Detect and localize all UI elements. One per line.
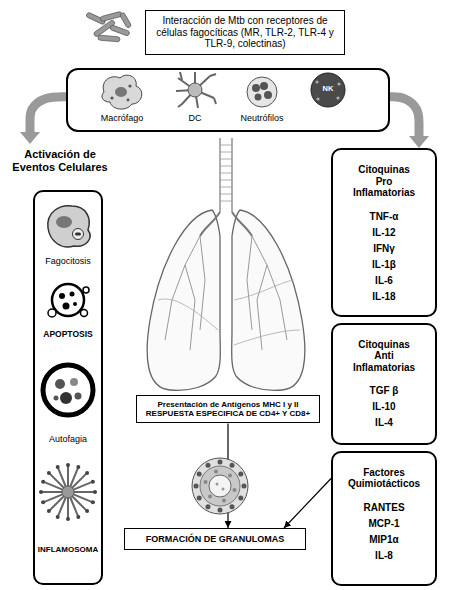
node-label: APOPTOSIS	[33, 330, 103, 340]
node-label: Neutrófilos	[230, 113, 294, 123]
node-label: MIP1α	[337, 532, 431, 548]
dendritic-cell	[176, 72, 216, 108]
node-heading: FORMACIÓN DE GRANULOMAS	[129, 534, 301, 544]
nk-cell	[311, 73, 345, 107]
cytokine-box: Citoquinas Anti InflamatoriasTGF βIL-10I…	[331, 323, 437, 445]
node-label: IL-4	[337, 415, 431, 431]
node-label: TNF-α	[337, 209, 431, 225]
antigen-box: Presentación de Antígenos MHC I y II RES…	[136, 395, 320, 423]
cell-events-panel: Activación de Eventos CelularesFagocitos…	[4, 144, 116, 586]
phagocytosis-icon	[48, 206, 90, 247]
lungs-illustration	[147, 138, 305, 390]
node-label: IL-8	[337, 548, 431, 564]
node-label: IL-6	[337, 273, 431, 289]
node-label: Fagocitosis	[33, 256, 103, 266]
neutrophil-cell	[247, 77, 277, 107]
granuloma-illustration	[192, 458, 248, 514]
node-label: INFLAMOSOMA	[33, 545, 103, 554]
connector-arrow	[30, 97, 66, 132]
node-label: TGF β	[337, 383, 431, 399]
node-heading: Macrófago	[92, 113, 152, 123]
node-label: IL-12	[337, 225, 431, 241]
node-label: IL-1β	[337, 257, 431, 273]
connector-arrow	[390, 97, 419, 136]
inflammasome-icon	[39, 463, 97, 521]
bacteria-icon	[86, 11, 132, 42]
phagocyte-panel: Macrófago DC Neutrófilos NK	[66, 68, 390, 132]
node-heading: Citoquinas Pro Inflamatorias	[351, 164, 417, 199]
macrophage-cell	[102, 75, 142, 109]
chemotactic-box: Factores QuimiotácticosRANTESMCP-1MIP1αI…	[331, 451, 437, 586]
node-heading: Activación de Eventos Celulares	[4, 148, 116, 173]
granuloma-box: FORMACIÓN DE GRANULOMAS	[124, 528, 306, 550]
panel-outline	[33, 190, 103, 585]
node-heading: Interacción de Mtb con receptores de cél…	[152, 15, 338, 50]
node-heading: Factores Quimiotácticos	[344, 467, 424, 490]
node-label: RANTES	[337, 500, 431, 516]
connector-arrow	[284, 479, 331, 529]
node-label: IFNγ	[337, 241, 431, 257]
node-label: IL-10	[337, 399, 431, 415]
node-heading: Presentación de Antígenos MHC I y II RES…	[141, 400, 315, 418]
node-label: Autofagia	[33, 434, 103, 444]
autophagy-icon	[43, 365, 93, 415]
node-label: IL-18	[337, 289, 431, 305]
node-label: MCP-1	[337, 516, 431, 532]
cytokine-box: Citoquinas Pro InflamatoriasTNF-αIL-12IF…	[331, 148, 437, 317]
apoptosis-icon	[48, 284, 89, 317]
node-label: DC	[180, 113, 210, 123]
receptor-box: Interacción de Mtb con receptores de cél…	[145, 10, 345, 55]
node-heading: Citoquinas Anti Inflamatorias	[351, 339, 417, 374]
node-label: NK	[314, 85, 342, 94]
